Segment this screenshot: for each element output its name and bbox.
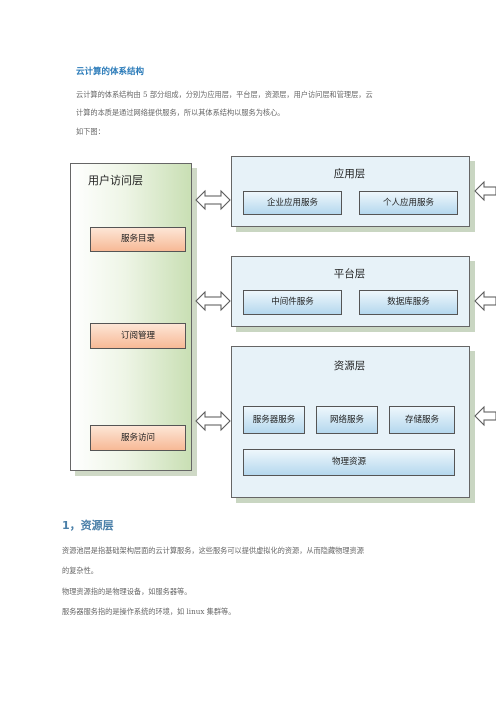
arrow-partial-icon: [474, 290, 496, 312]
intro-line-1: 云计算的体系结构由 5 部分组成，分别为应用层，平台层，资源层，用户访问层和管理…: [76, 90, 373, 99]
intro-line-3: 如下图：: [76, 127, 105, 136]
section-heading: 1，资源层: [62, 519, 114, 532]
service-catalog-box: 服务目录: [90, 227, 186, 252]
body-line-1: 资源池层是指基础架构层面的云计算服务，这些服务可以提供虚拟化的资源，从而隐藏物理…: [62, 546, 364, 555]
service-access-box: 服务访问: [90, 425, 186, 451]
enterprise-app-service-box: 企业应用服务: [243, 191, 342, 215]
storage-service-box: 存储服务: [389, 406, 455, 434]
double-arrow-icon: [195, 189, 231, 211]
body-line-4: 服务器服务指的是操作系统的环境，如 linux 集群等。: [62, 607, 236, 616]
middleware-service-box: 中间件服务: [243, 290, 342, 315]
doc-title: 云计算的体系结构: [76, 67, 145, 77]
double-arrow-icon: [195, 290, 231, 312]
network-service-box: 网络服务: [316, 406, 378, 434]
body-line-3: 物理资源指的是物理设备，如服务器等。: [62, 587, 192, 596]
arrow-partial-icon: [474, 180, 496, 202]
user-access-layer-title: 用户访问层: [88, 174, 143, 187]
personal-app-service-box: 个人应用服务: [359, 191, 458, 215]
database-service-box: 数据库服务: [359, 290, 458, 315]
body-line-2: 的复杂性。: [62, 566, 98, 575]
resource-layer-title: 资源层: [333, 360, 366, 372]
user-access-layer-panel: [70, 163, 192, 471]
application-layer-title: 应用层: [333, 168, 366, 180]
arrow-partial-icon: [474, 405, 496, 427]
subscription-management-box: 订阅管理: [90, 323, 186, 349]
server-service-box: 服务器服务: [243, 406, 305, 434]
double-arrow-icon: [195, 410, 231, 432]
platform-layer-title: 平台层: [333, 268, 366, 280]
intro-line-2: 计算的本质是通过网络提供服务，所以其体系结构以服务为核心。: [76, 108, 285, 117]
physical-resource-box: 物理资源: [243, 449, 455, 476]
